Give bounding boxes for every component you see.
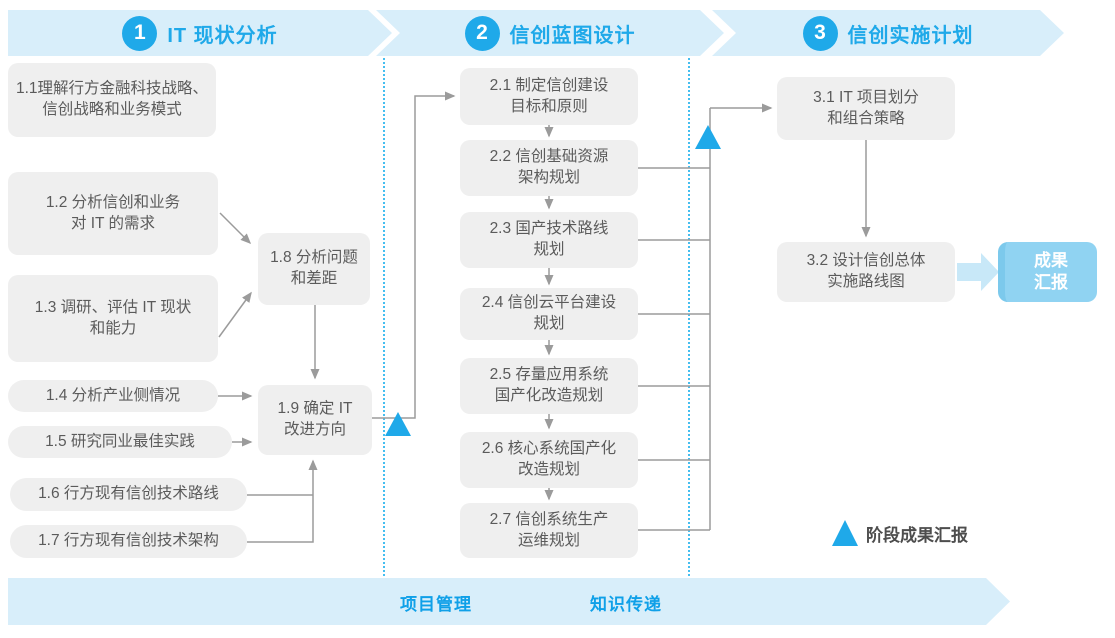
- task-box-3-1: 3.1 IT 项目划分 和组合策略: [777, 77, 955, 140]
- result-box: 成果 汇报: [998, 242, 1097, 302]
- phase-divider-dotted-line-1: [383, 58, 385, 576]
- task-box-2-7: 2.7 信创系统生产 运维规划: [460, 503, 638, 558]
- task-box-label: 运维规划: [517, 531, 580, 549]
- task-box-label: 1.4 分析产业侧情况: [45, 386, 181, 404]
- task-box-label: 2.2 信创基础资源: [489, 148, 609, 166]
- task-box-1-7: 1.7 行方现有信创技术架构: [10, 525, 247, 558]
- task-box-label: 国产化改造规划: [494, 387, 604, 404]
- task-box-1-5: 1.5 研究同业最佳实践: [8, 426, 232, 458]
- task-box-label: 2.4 信创云平台建设: [481, 294, 617, 312]
- task-box-label: 1.5 研究同业最佳实践: [45, 432, 195, 450]
- phase-number-badge-2: 2: [465, 16, 500, 51]
- milestone-triangle-icon-2: [695, 125, 721, 149]
- task-box-label: 和组合策略: [827, 109, 905, 127]
- result-arrow-icon: [957, 253, 999, 291]
- phase-title-2: 信创蓝图设计: [509, 24, 636, 47]
- task-box-label: 信创战略和业务模式: [42, 101, 182, 118]
- task-box-label: 1.9 确定 IT: [277, 400, 353, 418]
- footer-item-project-management: 项目管理: [400, 595, 472, 614]
- task-box-label: 2.1 制定信创建设: [489, 76, 609, 94]
- task-box-1-1: 1.1理解行方金融科技战略、 信创战略和业务模式: [8, 63, 216, 137]
- phase-banner-1: 1 IT 现状分析: [8, 10, 392, 56]
- footer-item-knowledge-transfer: 知识传递: [590, 595, 662, 614]
- task-box-1-6: 1.6 行方现有信创技术路线: [10, 478, 247, 511]
- task-box-label: 改进方向: [283, 421, 346, 438]
- legend-milestone-triangle-icon: [832, 520, 858, 546]
- task-box-3-2: 3.2 设计信创总体 实施路线图: [777, 242, 955, 302]
- task-box-label: 3.1 IT 项目划分: [813, 88, 919, 106]
- task-box-1-4: 1.4 分析产业侧情况: [8, 380, 218, 412]
- task-box-1-9: 1.9 确定 IT 改进方向: [258, 385, 372, 455]
- task-box-label: 1.6 行方现有信创技术路线: [38, 485, 219, 503]
- phase-divider-dotted-line-2: [688, 58, 690, 576]
- task-box-label: 1.7 行方现有信创技术架构: [38, 532, 219, 550]
- milestone-triangle-icon-1: [385, 412, 411, 436]
- result-label: 成果: [1034, 250, 1068, 270]
- task-box-label: 1.3 调研、评估 IT 现状: [34, 298, 192, 316]
- task-box-label: 目标和原则: [510, 97, 588, 115]
- task-box-1-2: 1.2 分析信创和业务 对 IT 的需求: [8, 172, 218, 255]
- task-box-label: 2.3 国产技术路线: [489, 220, 609, 238]
- task-box-label: 1.1理解行方金融科技战略、: [15, 80, 209, 98]
- task-box-2-4: 2.4 信创云平台建设 规划: [460, 288, 638, 340]
- phase-title-3: 信创实施计划: [847, 24, 974, 47]
- phase-number-badge-3: 3: [803, 16, 838, 51]
- task-box-label: 3.2 设计信创总体: [806, 252, 926, 270]
- task-box-label: 实施路线图: [827, 273, 905, 290]
- task-box-2-5: 2.5 存量应用系统 国产化改造规划: [460, 358, 638, 414]
- task-box-2-2: 2.2 信创基础资源 架构规划: [460, 140, 638, 196]
- footer-banner: 项目管理 知识传递: [8, 578, 1010, 625]
- task-box-label: 和差距: [290, 270, 338, 287]
- task-box-2-6: 2.6 核心系统国产化 改造规划: [460, 432, 638, 488]
- task-box-label: 2.5 存量应用系统: [489, 366, 609, 384]
- task-box-label: 规划: [533, 241, 565, 258]
- phase-banner-3: 3 信创实施计划: [712, 10, 1064, 56]
- task-box-1-3: 1.3 调研、评估 IT 现状 和能力: [8, 275, 218, 362]
- phase-title-1: IT 现状分析: [167, 24, 278, 47]
- task-box-label: 改造规划: [517, 461, 580, 478]
- legend-label: 阶段成果汇报: [866, 526, 968, 545]
- result-label: 汇报: [1034, 273, 1068, 292]
- task-box-label: 规划: [533, 315, 565, 332]
- task-box-label: 1.2 分析信创和业务: [45, 193, 181, 211]
- task-box-1-8: 1.8 分析问题 和差距: [258, 233, 370, 305]
- phase-banner-2: 2 信创蓝图设计: [376, 10, 724, 56]
- task-box-label: 和能力: [89, 319, 137, 337]
- task-box-label: 1.8 分析问题: [270, 249, 358, 267]
- phase-number-badge-1: 1: [122, 16, 157, 51]
- task-box-label: 对 IT 的需求: [70, 214, 156, 232]
- task-box-label: 2.6 核心系统国产化: [481, 440, 617, 458]
- task-box-label: 2.7 信创系统生产: [489, 510, 609, 528]
- task-box-2-1: 2.1 制定信创建设 目标和原则: [460, 68, 638, 125]
- task-box-2-3: 2.3 国产技术路线 规划: [460, 212, 638, 268]
- task-box-label: 架构规划: [517, 169, 580, 186]
